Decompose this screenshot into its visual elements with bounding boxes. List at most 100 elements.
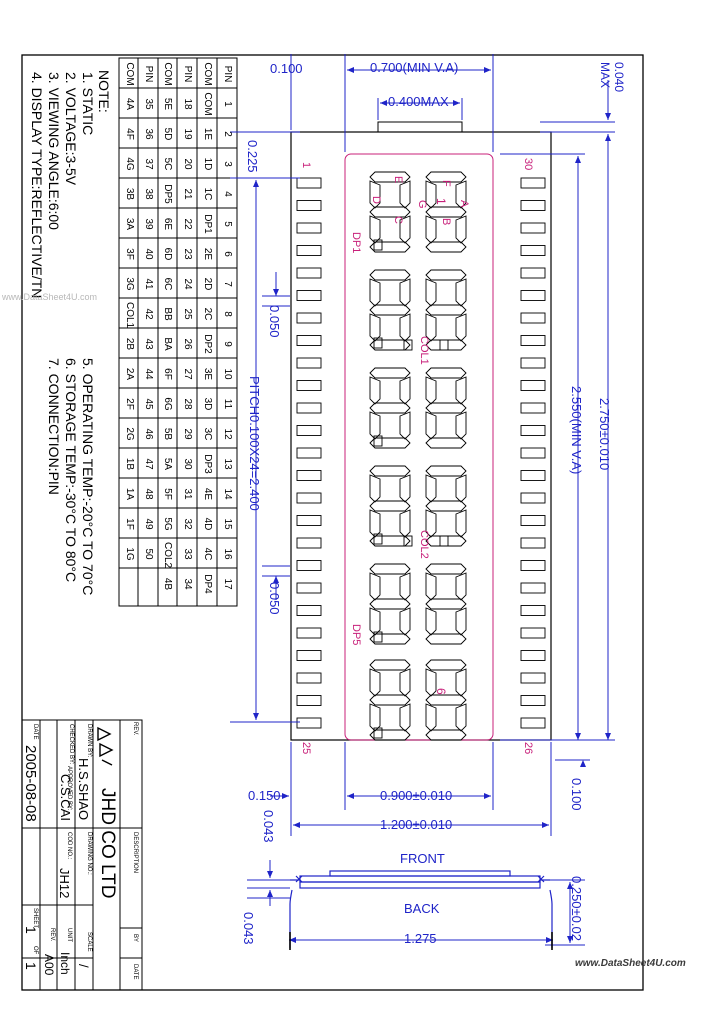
pin-label-25: 25 (300, 742, 312, 755)
sheet-label: SHEET (32, 908, 38, 929)
pin-pad-left-1 (296, 177, 322, 189)
pin-table-cell-r0-c7: 7 (222, 281, 233, 287)
unit-value: Inch (58, 952, 72, 975)
approved-by-value: C.S.CAI (58, 774, 73, 821)
digit-label-1: 1 (434, 198, 448, 205)
date-header-label: DATE (132, 964, 138, 980)
pin-pad-left-11 (296, 402, 322, 414)
pin-table-cell-r1-c13: DP3 (202, 454, 213, 474)
pin-pad-right-13 (520, 447, 546, 459)
pin-table-cell-r3-c8: BB (162, 307, 173, 321)
pin-table-cell-r2-c3: 20 (182, 158, 193, 170)
pin-table-cell-r5-c6: 3F (124, 248, 135, 260)
pin-table-cell-r3-c10: 6F (162, 368, 173, 380)
date-field-label: DATE (32, 724, 38, 740)
note-4: 4. DISPLAY TYPE:REFLECTIVE/TN (29, 72, 45, 299)
top-tab (377, 121, 463, 133)
pin-table-cell-r1-c11: 3D (202, 397, 213, 411)
pin-pad-left-2 (296, 200, 322, 211)
pin-pad-right-21 (520, 627, 546, 639)
digit-4-right (425, 465, 467, 547)
pin-pad-right-20 (520, 605, 546, 616)
dim-0.100-top: 0.100 (270, 61, 303, 76)
decimal-point-4 (373, 533, 383, 545)
pin-table-cell-r2-c14: 31 (182, 488, 193, 500)
pin-table-cell-r3-c3: 5C (162, 157, 173, 171)
pin-pad-left-10 (296, 380, 322, 391)
scale-value: / (76, 964, 91, 968)
watermark-left: www.DataSheet4U.com (2, 292, 98, 302)
drawing-no-label: DRAWING NO.: (86, 832, 92, 875)
pin-pad-left-17 (296, 537, 322, 549)
digit-5-left (369, 563, 411, 645)
pin-pad-right-12 (520, 425, 546, 436)
pin-table-cell-r5-c9: 2B (124, 337, 135, 351)
pin-table-cell-r2-c1: 18 (182, 98, 193, 110)
pin-table-cell-r4-c14: 48 (143, 488, 154, 500)
dim-0.900: 0.900±0.010 (380, 788, 453, 803)
pin-pad-right-25 (520, 717, 546, 729)
pin-table-cell-r1-c7: 2D (202, 277, 213, 291)
pin-label-30: 30 (522, 158, 534, 171)
pin-pad-left-5 (296, 267, 322, 279)
pin-table-cell-r3-c11: 6G (162, 397, 173, 411)
pin-table-cell-r5-c3: 4G (124, 157, 135, 171)
pin-table-cell-r3-c1: 5E (162, 97, 173, 111)
pin-table-cell-r2-c5: 22 (182, 218, 193, 230)
pin-pad-left-3 (296, 222, 322, 234)
dim-0.043-front: 0.043 (261, 810, 276, 843)
pin-table-cell-r0-c10: 10 (222, 368, 233, 380)
description-label: DESCRIPTION (132, 832, 138, 874)
pin-table-cell-r4-c13: 47 (143, 458, 154, 470)
pin-pad-right-18 (520, 560, 546, 571)
pin-table-cell-r3-c15: 5G (162, 517, 173, 531)
segment-label-c: C (392, 216, 404, 224)
pin-table-cell-r5-c0: COM (124, 62, 135, 86)
dim-0.050-bottom: 0.050 (267, 582, 282, 615)
pin-pad-left-25 (296, 717, 322, 729)
pin-table-cell-r0-c9: 9 (222, 341, 233, 347)
pin-table-cell-r2-c17: 34 (182, 578, 193, 590)
cod-no-value: JH12 (57, 868, 72, 899)
pin-table-cell-r4-c10: 44 (143, 368, 154, 380)
pin-pad-left-23 (296, 672, 322, 684)
pin-table-cell-r0-c2: 2 (222, 131, 233, 137)
pin-pad-left-24 (296, 695, 322, 706)
colon-dot-4-2 (439, 535, 449, 547)
segment-label-d: D (370, 196, 382, 204)
pin-table-cell-r1-c2: 1E (202, 127, 213, 141)
pin-table-cell-r4-c8: 42 (143, 308, 154, 320)
pin-table-cell-r0-c3: 3 (222, 161, 233, 167)
pin-pad-left-20 (296, 605, 322, 616)
pin-table-cell-r1-c14: 4E (202, 487, 213, 501)
pin-table-grid (118, 57, 238, 607)
pin-table-cell-r4-c9: 43 (143, 338, 154, 350)
note-2: 2. VOLTAGE:3-5V (63, 72, 79, 186)
note-6: 6. STORAGE TEMP:-30°C TO 80°C (63, 358, 79, 583)
pin-pad-right-3 (520, 222, 546, 234)
pin-pad-right-5 (520, 267, 546, 279)
company-logo (97, 726, 114, 766)
digit-label-6: 6 (434, 688, 448, 695)
pin-table-cell-r1-c5: DP1 (202, 214, 213, 234)
digit-6-left (369, 659, 411, 741)
pin-table-cell-r1-c1: COM (202, 92, 213, 116)
pin-table-cell-r5-c15: 1F (124, 518, 135, 530)
digit-3-left (369, 367, 411, 449)
pin-pad-left-7 (296, 312, 322, 324)
pin-table-cell-r5-c11: 2F (124, 398, 135, 410)
pin-table-cell-r1-c8: 2C (202, 307, 213, 321)
pin-table-cell-r0-c0: PIN (222, 65, 233, 83)
segment-label-f: F (440, 180, 452, 187)
pin-table-cell-r4-c2: 36 (143, 128, 154, 140)
drawing-frame (21, 54, 644, 991)
dp1-label: DP1 (350, 232, 362, 254)
pin-table-cell-r0-c17: 17 (222, 578, 233, 590)
pin-pad-right-14 (520, 470, 546, 481)
pin-pad-right-24 (520, 695, 546, 706)
pin-table-cell-r2-c9: 26 (182, 338, 193, 350)
note-3: 3. VIEWING ANGLE:6:00 (46, 72, 62, 230)
pin-table-cell-r3-c12: 5B (162, 427, 173, 441)
pin-table-cell-r5-c10: 2A (124, 367, 135, 381)
